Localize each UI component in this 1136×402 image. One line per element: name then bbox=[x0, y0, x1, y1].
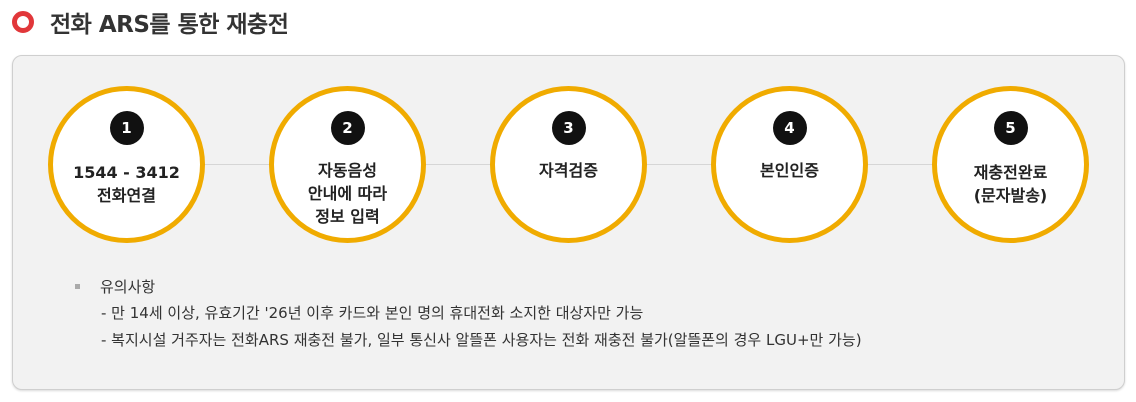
step-1: 1 1544 - 3412 전화연결 bbox=[48, 86, 205, 243]
step-number-badge: 1 bbox=[109, 111, 144, 145]
step-label: 1544 - 3412 전화연결 bbox=[73, 163, 180, 205]
notes-heading: 유의사항 bbox=[100, 277, 156, 296]
step-2: 2 자동음성 안내에 따라 정보 입력 bbox=[269, 86, 426, 243]
notes-list: - 만 14세 이상, 유효기간 '26년 이후 카드와 본인 명의 휴대전화 … bbox=[101, 300, 862, 354]
notes-section: 유의사항 - 만 14세 이상, 유효기간 '26년 이후 카드와 본인 명의 … bbox=[75, 274, 862, 354]
section-header: 전화 ARS를 통한 재충전 bbox=[12, 6, 289, 38]
step-5: 5 재충전완료 (문자발송) bbox=[932, 86, 1089, 243]
process-panel: 1 1544 - 3412 전화연결 2 자동음성 안내에 따라 정보 입력 3… bbox=[12, 55, 1125, 390]
step-number-badge: 5 bbox=[993, 111, 1028, 145]
note-item: - 복지시설 거주자는 전화ARS 재충전 불가, 일부 통신사 알뜰폰 사용자… bbox=[101, 331, 862, 349]
step-label: 본인인증 bbox=[760, 161, 819, 180]
circle-bullet-icon bbox=[12, 11, 34, 33]
note-item: - 만 14세 이상, 유효기간 '26년 이후 카드와 본인 명의 휴대전화 … bbox=[101, 304, 644, 322]
step-number-badge: 4 bbox=[772, 111, 807, 145]
step-4: 4 본인인증 bbox=[711, 86, 868, 243]
step-number-badge: 3 bbox=[551, 111, 586, 145]
square-bullet-icon bbox=[75, 283, 80, 289]
step-label: 재충전완료 (문자발송) bbox=[973, 163, 1048, 205]
step-label: 자동음성 안내에 따라 정보 입력 bbox=[307, 161, 388, 226]
step-3: 3 자격검증 bbox=[490, 86, 647, 243]
page-title: 전화 ARS를 통한 재충전 bbox=[50, 12, 289, 38]
step-number-badge: 2 bbox=[330, 111, 365, 145]
step-label: 자격검증 bbox=[539, 161, 598, 180]
